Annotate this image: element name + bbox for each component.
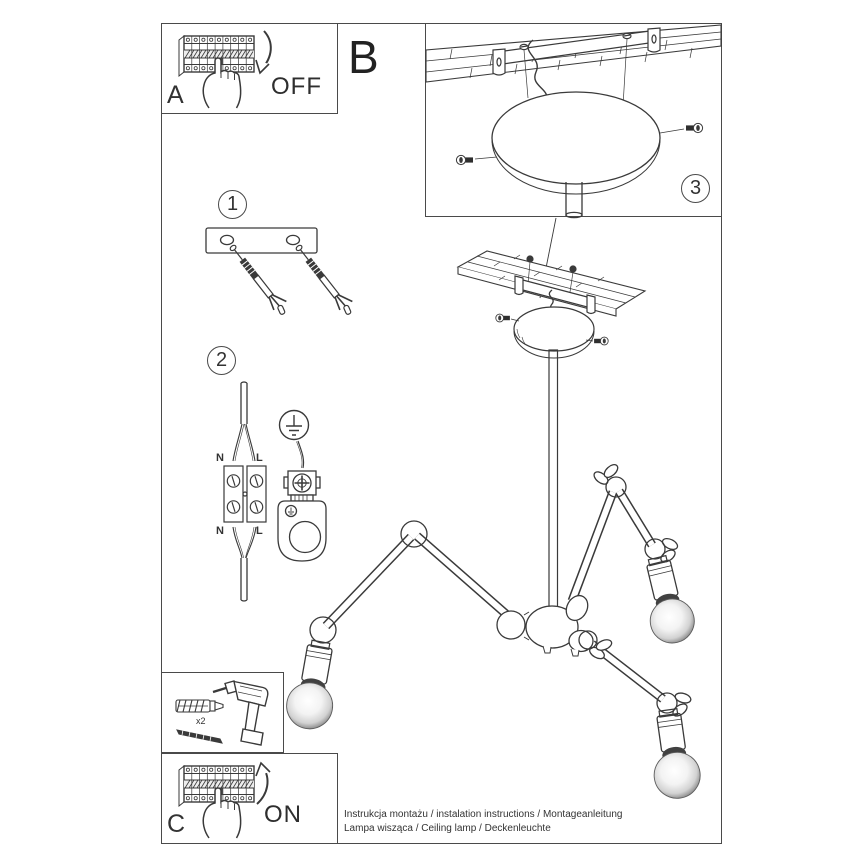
wing-joint bbox=[644, 535, 680, 566]
canopy-exploded bbox=[491, 91, 661, 219]
terminal-label-l-top: L bbox=[256, 452, 263, 464]
wing-joint bbox=[656, 690, 693, 720]
footer-line-2: Lampa wisząca / Ceiling lamp / Deckenleu… bbox=[344, 823, 551, 834]
footer: Instrukcja montażu / instalation instruc… bbox=[344, 808, 719, 836]
earth-wire bbox=[296, 440, 305, 469]
wing-joint bbox=[591, 461, 627, 498]
light-bulb bbox=[286, 682, 334, 730]
step-label-a: A bbox=[167, 81, 184, 109]
mounting-bracket-top bbox=[492, 27, 661, 107]
canopy-screw-right bbox=[659, 122, 704, 134]
hanging-wire bbox=[527, 39, 548, 101]
off-label: OFF bbox=[271, 73, 322, 100]
screw-icon bbox=[176, 729, 223, 744]
mounting-plank bbox=[456, 250, 647, 317]
terminal-label-n-bottom: N bbox=[216, 525, 224, 537]
mains-cable-bottom bbox=[232, 526, 257, 602]
drill-icon bbox=[212, 680, 269, 746]
ball-joint bbox=[309, 616, 337, 644]
step-number-3: 3 bbox=[681, 174, 710, 203]
arrow-down-icon bbox=[255, 30, 272, 75]
down-rod bbox=[548, 349, 559, 611]
lamp-socket bbox=[286, 639, 334, 730]
earth-symbol-icon bbox=[278, 409, 310, 441]
terminal-label-l-bottom: L bbox=[256, 525, 263, 537]
ball-joint bbox=[400, 520, 428, 548]
lamp-hub bbox=[496, 594, 594, 657]
canopy-screw-left-mid bbox=[495, 313, 520, 323]
light-bulb bbox=[649, 598, 695, 644]
terminal-block-icon bbox=[223, 465, 267, 523]
canopy-screw-right-mid bbox=[585, 336, 609, 346]
earth-clamp-icon bbox=[277, 470, 327, 562]
terminal-label-n-top: N bbox=[216, 452, 224, 464]
mains-cable-top bbox=[232, 381, 256, 462]
lamp-arms bbox=[322, 488, 666, 703]
mounting-bracket-mid bbox=[514, 255, 596, 315]
wall-plug-icon bbox=[175, 699, 224, 713]
step-number-2: 2 bbox=[207, 346, 236, 375]
wall-anchor-icon bbox=[292, 239, 359, 319]
ceiling-lamp-icon bbox=[286, 461, 701, 799]
canopy-screw-left bbox=[455, 154, 498, 166]
lamp-socket bbox=[646, 554, 695, 644]
step-label-c: C bbox=[167, 810, 186, 838]
wing-joint bbox=[578, 630, 614, 662]
step-label-b: B bbox=[348, 31, 379, 83]
footer-line-1: Instrukcja montażu / instalation instruc… bbox=[344, 809, 623, 820]
step-number-1: 1 bbox=[218, 190, 247, 219]
light-bulb bbox=[653, 751, 701, 799]
anchor-qty-label: x2 bbox=[196, 716, 206, 726]
lamp-socket bbox=[653, 708, 701, 799]
arrow-up-icon bbox=[255, 761, 271, 805]
canopy-mid bbox=[513, 306, 595, 359]
on-label: ON bbox=[264, 801, 302, 828]
